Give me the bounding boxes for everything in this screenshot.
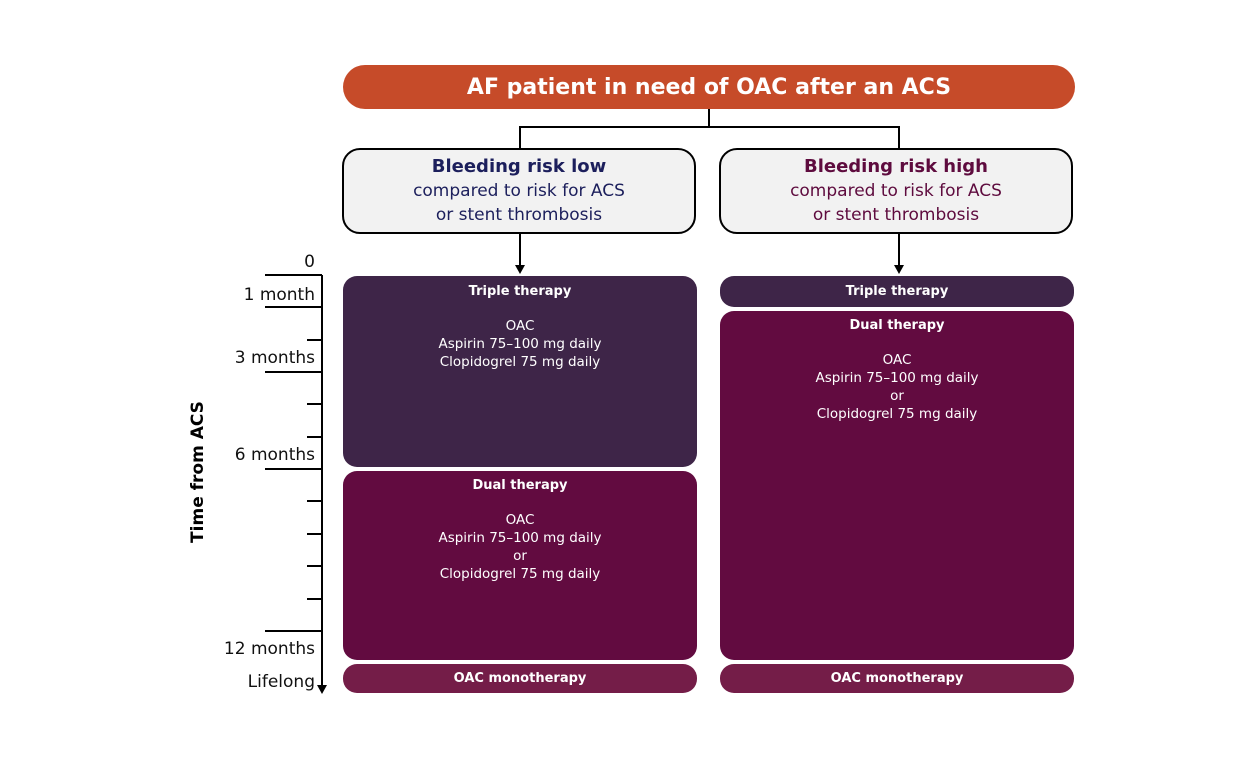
- tick: [307, 339, 322, 341]
- high-line2: or stent thrombosis: [812, 205, 980, 225]
- tick-label-1-month: 1 month: [243, 285, 315, 305]
- high-triple-therapy: Triple therapy: [720, 276, 1074, 307]
- connector: [898, 126, 900, 148]
- tick-label-0: 0: [304, 252, 315, 272]
- drug: OAC: [882, 352, 912, 368]
- bleeding-risk-low-box: Bleeding risk low compared to risk for A…: [342, 148, 696, 234]
- tick: [265, 630, 322, 632]
- drug: OAC: [505, 318, 535, 334]
- tick-label-6-months: 6 months: [234, 445, 315, 465]
- low-line1: compared to risk for ACS: [413, 181, 625, 201]
- tick: [307, 403, 322, 405]
- label: Triple therapy: [468, 284, 572, 299]
- drug: Clopidogrel 75 mg daily: [816, 406, 978, 422]
- drug: Aspirin 75–100 mg daily: [815, 370, 979, 386]
- arrow-line: [898, 234, 900, 266]
- tick: [265, 274, 322, 276]
- tick: [265, 306, 322, 308]
- drug: Aspirin 75–100 mg daily: [438, 336, 602, 352]
- tick-label-12-months: 12 months: [223, 639, 315, 659]
- tick: [307, 565, 322, 567]
- axis-arrow-icon: [317, 685, 327, 694]
- drug: Aspirin 75–100 mg daily: [438, 530, 602, 546]
- tick-label-3-months: 3 months: [234, 348, 315, 368]
- tick: [307, 598, 322, 600]
- tick: [307, 533, 322, 535]
- connector: [708, 109, 710, 128]
- tick-label-lifelong: Lifelong: [247, 672, 315, 692]
- low-line2: or stent thrombosis: [435, 205, 603, 225]
- drug: Clopidogrel 75 mg daily: [439, 566, 601, 582]
- high-line1: compared to risk for ACS: [790, 181, 1002, 201]
- time-axis: [321, 275, 323, 687]
- drug: Clopidogrel 75 mg daily: [439, 354, 601, 370]
- label: Dual therapy: [849, 318, 945, 333]
- high-dual-therapy: Dual therapy OAC Aspirin 75–100 mg daily…: [720, 311, 1074, 660]
- high-oac-monotherapy: OAC monotherapy: [720, 664, 1074, 693]
- low-dual-therapy: Dual therapy OAC Aspirin 75–100 mg daily…: [343, 471, 697, 660]
- low-triple-therapy: Triple therapy OAC Aspirin 75–100 mg dai…: [343, 276, 697, 467]
- title-banner: AF patient in need of OAC after an ACS: [343, 65, 1075, 109]
- or-text: or: [513, 548, 527, 564]
- connector: [519, 126, 900, 128]
- axis-title: Time from ACS: [188, 401, 208, 543]
- tick: [307, 436, 322, 438]
- tick: [265, 468, 322, 470]
- label: Dual therapy: [472, 478, 568, 493]
- arrow-down-icon: [894, 265, 904, 274]
- connector: [519, 126, 521, 148]
- arrow-line: [519, 234, 521, 266]
- arrow-down-icon: [515, 265, 525, 274]
- drug: OAC: [505, 512, 535, 528]
- high-heading: Bleeding risk high: [803, 156, 988, 177]
- tick: [265, 371, 322, 373]
- bleeding-risk-high-box: Bleeding risk high compared to risk for …: [719, 148, 1073, 234]
- low-heading: Bleeding risk low: [431, 156, 607, 177]
- tick: [307, 500, 322, 502]
- low-oac-monotherapy: OAC monotherapy: [343, 664, 697, 693]
- or-text: or: [890, 388, 904, 404]
